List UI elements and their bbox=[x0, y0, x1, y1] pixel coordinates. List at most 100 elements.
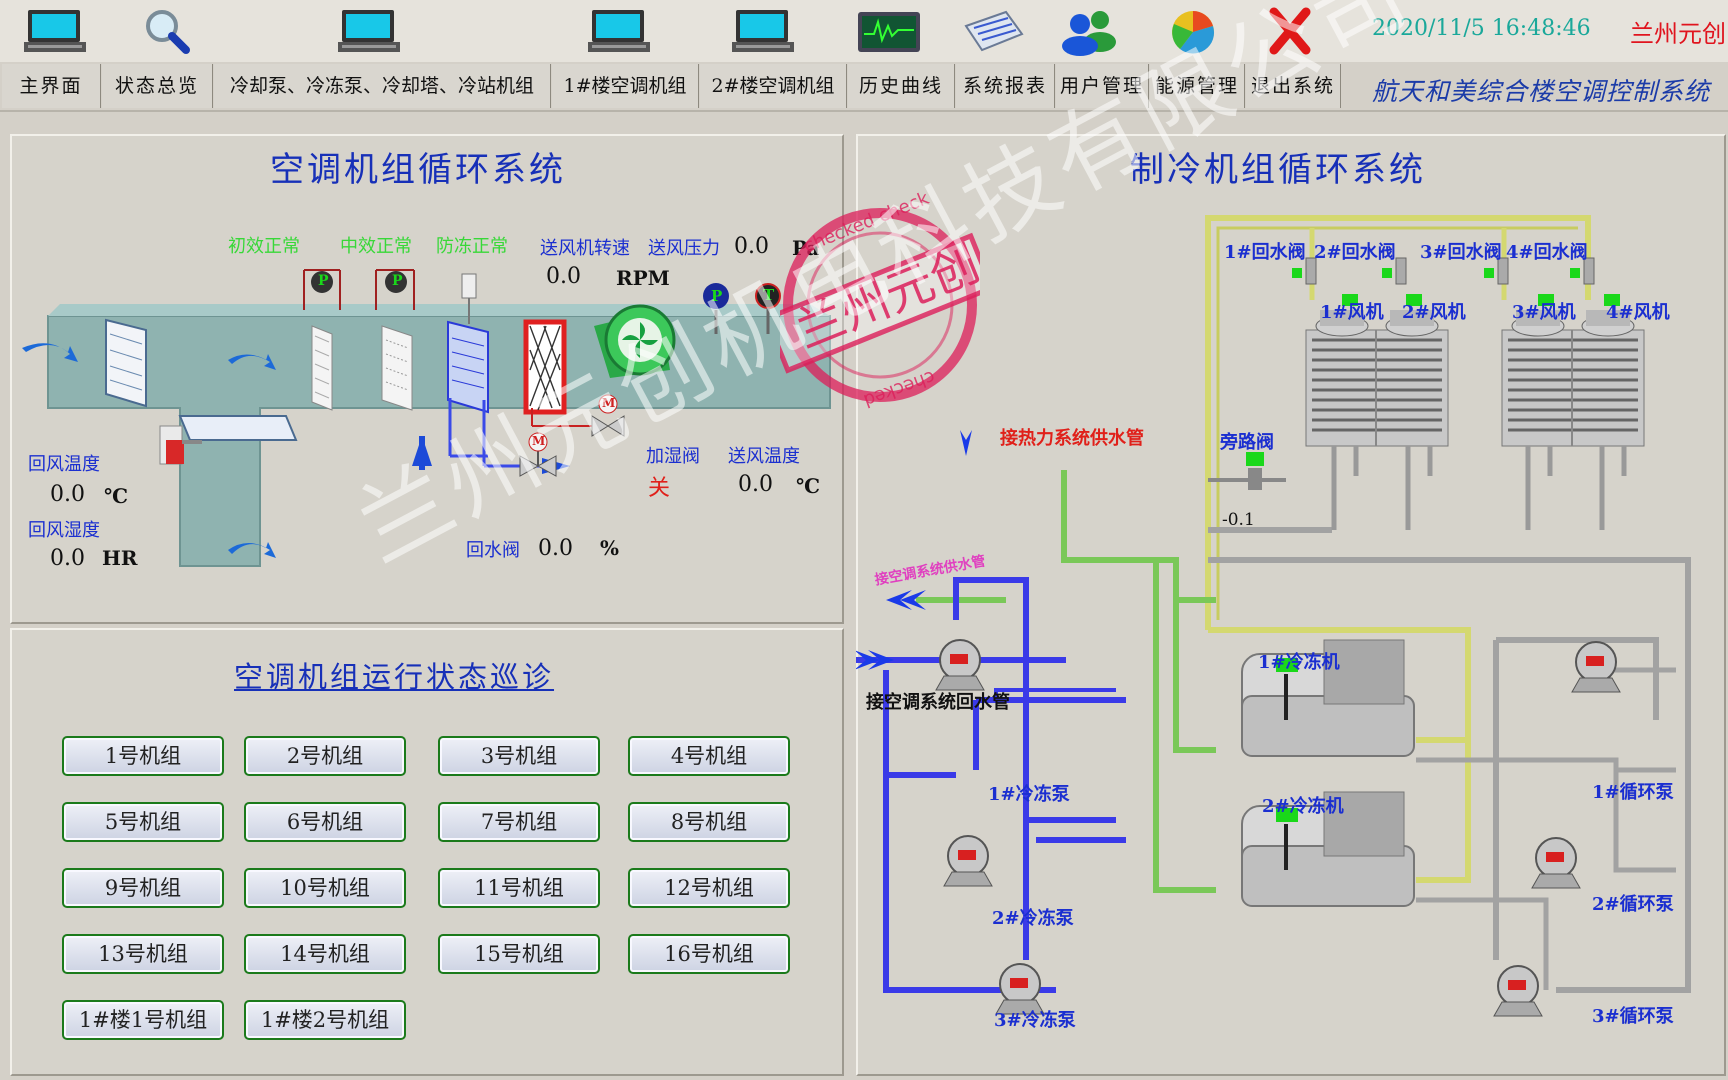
medium-filter-status: 中效正常 bbox=[340, 236, 412, 257]
nav-building1-ahu[interactable]: 1#楼空调机组 bbox=[552, 64, 699, 108]
unit-12-button[interactable]: 12号机组 bbox=[628, 868, 790, 908]
nav-building2-ahu[interactable]: 2#楼空调机组 bbox=[700, 64, 847, 108]
clock: 2020/11/5 16:48:46 bbox=[1372, 16, 1591, 41]
unit-2-button[interactable]: 2号机组 bbox=[244, 736, 406, 776]
nav-energy-management[interactable]: 能源管理 bbox=[1150, 64, 1245, 108]
return-valve-3-label: 3#回水阀 bbox=[1420, 242, 1502, 263]
fresh-air-louver-icon bbox=[178, 415, 298, 441]
freeze-pump-icon bbox=[935, 639, 985, 691]
pressure-sensor-icon bbox=[375, 269, 415, 310]
freeze-pump-2-label: 2#冷冻泵 bbox=[992, 908, 1074, 929]
chiller-unit-icon bbox=[1241, 791, 1415, 907]
fan-1-label: 1#风机 bbox=[1320, 302, 1384, 323]
return-air-louver-icon bbox=[105, 318, 147, 408]
computer-icon[interactable] bbox=[336, 6, 402, 56]
supply-temp-label: 送风温度 bbox=[728, 446, 800, 467]
return-temp-label: 回风温度 bbox=[28, 454, 100, 475]
unit-4-button[interactable]: 4号机组 bbox=[628, 736, 790, 776]
supply-fan-icon bbox=[594, 304, 676, 378]
primary-filter-status: 初效正常 bbox=[228, 236, 300, 257]
building1-unit-1-button[interactable]: 1#楼1号机组 bbox=[62, 1000, 224, 1040]
chiller-2-label: 2#冷冻机 bbox=[1262, 796, 1344, 817]
nav-exit-system[interactable]: 退出系统 bbox=[1246, 64, 1341, 108]
return-valve-label: 回水阀 bbox=[466, 540, 520, 561]
bypass-valve-icon bbox=[1208, 452, 1286, 490]
return-water-valve-icon bbox=[519, 432, 557, 477]
unit-3-button[interactable]: 3号机组 bbox=[438, 736, 600, 776]
ahu-diagram bbox=[22, 269, 831, 567]
flow-arrow-icon bbox=[856, 650, 880, 670]
valve-icon bbox=[1382, 257, 1407, 285]
sensor-p-label: P bbox=[318, 273, 329, 289]
pie-chart-icon[interactable] bbox=[1160, 6, 1226, 56]
close-icon[interactable] bbox=[1258, 6, 1324, 56]
return-valve-value: 0.0 bbox=[538, 536, 573, 561]
return-hum-unit: HR bbox=[102, 546, 138, 570]
nav-pumps-towers-chillers[interactable]: 冷却泵、冷冻泵、冷却塔、冷站机组 bbox=[214, 64, 551, 108]
building1-unit-2-button[interactable]: 1#楼2号机组 bbox=[244, 1000, 406, 1040]
freeze-pump-icon bbox=[943, 835, 993, 887]
unit-1-button[interactable]: 1号机组 bbox=[62, 736, 224, 776]
users-icon[interactable] bbox=[1058, 6, 1124, 56]
sensor-p-label: P bbox=[711, 287, 723, 305]
unit-13-button[interactable]: 13号机组 bbox=[62, 934, 224, 974]
cycle-pump-3-label: 3#循环泵 bbox=[1592, 1006, 1674, 1027]
antifreeze-thermostat-icon bbox=[461, 273, 477, 324]
supply-pressure-value: 0.0 bbox=[734, 234, 769, 259]
unit-8-button[interactable]: 8号机组 bbox=[628, 802, 790, 842]
report-icon[interactable] bbox=[960, 6, 1026, 56]
unit-15-button[interactable]: 15号机组 bbox=[438, 934, 600, 974]
computer-icon[interactable] bbox=[586, 6, 652, 56]
unit-11-button[interactable]: 11号机组 bbox=[438, 868, 600, 908]
cycle-pump-1-label: 1#循环泵 bbox=[1592, 782, 1674, 803]
valve-icon bbox=[1570, 257, 1595, 285]
valve-icon bbox=[1292, 257, 1317, 285]
nav-history-curve[interactable]: 历史曲线 bbox=[848, 64, 955, 108]
nav-main[interactable]: 主界面 bbox=[2, 64, 101, 108]
humidifier-valve-state: 关 bbox=[648, 476, 671, 501]
chiller-title: 制冷机组循环系统 bbox=[1130, 150, 1426, 190]
valve-icon bbox=[1484, 257, 1509, 285]
medium-filter-icon bbox=[381, 325, 413, 411]
heating-coil-icon bbox=[447, 320, 489, 414]
monitor-chart-icon[interactable] bbox=[856, 6, 922, 56]
unit-9-button[interactable]: 9号机组 bbox=[62, 868, 224, 908]
fan-3-label: 3#风机 bbox=[1512, 302, 1576, 323]
flow-arrow-icon bbox=[886, 590, 912, 610]
unit-14-button[interactable]: 14号机组 bbox=[244, 934, 406, 974]
nav-status-overview[interactable]: 状态总览 bbox=[102, 64, 213, 108]
return-temp-value: 0.0 bbox=[50, 482, 85, 507]
fan-2-label: 2#风机 bbox=[1402, 302, 1466, 323]
unit-5-button[interactable]: 5号机组 bbox=[62, 802, 224, 842]
return-valve-unit: % bbox=[600, 536, 620, 560]
search-icon[interactable] bbox=[136, 6, 202, 56]
supply-pressure-label: 送风压力 bbox=[648, 238, 720, 259]
chiller-unit-icon bbox=[1241, 639, 1415, 757]
heat-supply-pipe-label: 接热力系统供水管 bbox=[1000, 428, 1144, 449]
supply-temp-sensor-icon bbox=[755, 283, 781, 334]
return-valve-4-label: 4#回水阀 bbox=[1506, 242, 1588, 263]
humidifier-valve-label: 加湿阀 bbox=[646, 446, 700, 467]
supply-temp-unit: ℃ bbox=[796, 474, 820, 498]
computer-icon[interactable] bbox=[730, 6, 796, 56]
unit-6-button[interactable]: 6号机组 bbox=[244, 802, 406, 842]
motor-m-label: M bbox=[602, 396, 616, 410]
supply-pressure-sensor-icon bbox=[703, 283, 729, 334]
unit-16-button[interactable]: 16号机组 bbox=[628, 934, 790, 974]
cycle-pump-icon bbox=[1571, 641, 1621, 693]
humidifier-icon bbox=[523, 319, 567, 415]
unit-10-button[interactable]: 10号机组 bbox=[244, 868, 406, 908]
cooling-tower-icon bbox=[1305, 294, 1449, 447]
motor-m-label: M bbox=[532, 434, 546, 448]
nav-user-management[interactable]: 用户管理 bbox=[1056, 64, 1149, 108]
computer-icon[interactable] bbox=[22, 6, 88, 56]
unit-7-button[interactable]: 7号机组 bbox=[438, 802, 600, 842]
nav-system-report[interactable]: 系统报表 bbox=[956, 64, 1055, 108]
chiller-panel bbox=[856, 134, 1726, 1076]
system-title: 航天和美综合楼空调控制系统 bbox=[1372, 77, 1711, 106]
flow-arrow-icon bbox=[868, 650, 894, 670]
return-valve-2-label: 2#回水阀 bbox=[1314, 242, 1396, 263]
freeze-pump-3-label: 3#冷冻泵 bbox=[994, 1010, 1076, 1031]
humidifier-valve-icon bbox=[591, 394, 625, 437]
antifreeze-status: 防冻正常 bbox=[436, 236, 508, 257]
